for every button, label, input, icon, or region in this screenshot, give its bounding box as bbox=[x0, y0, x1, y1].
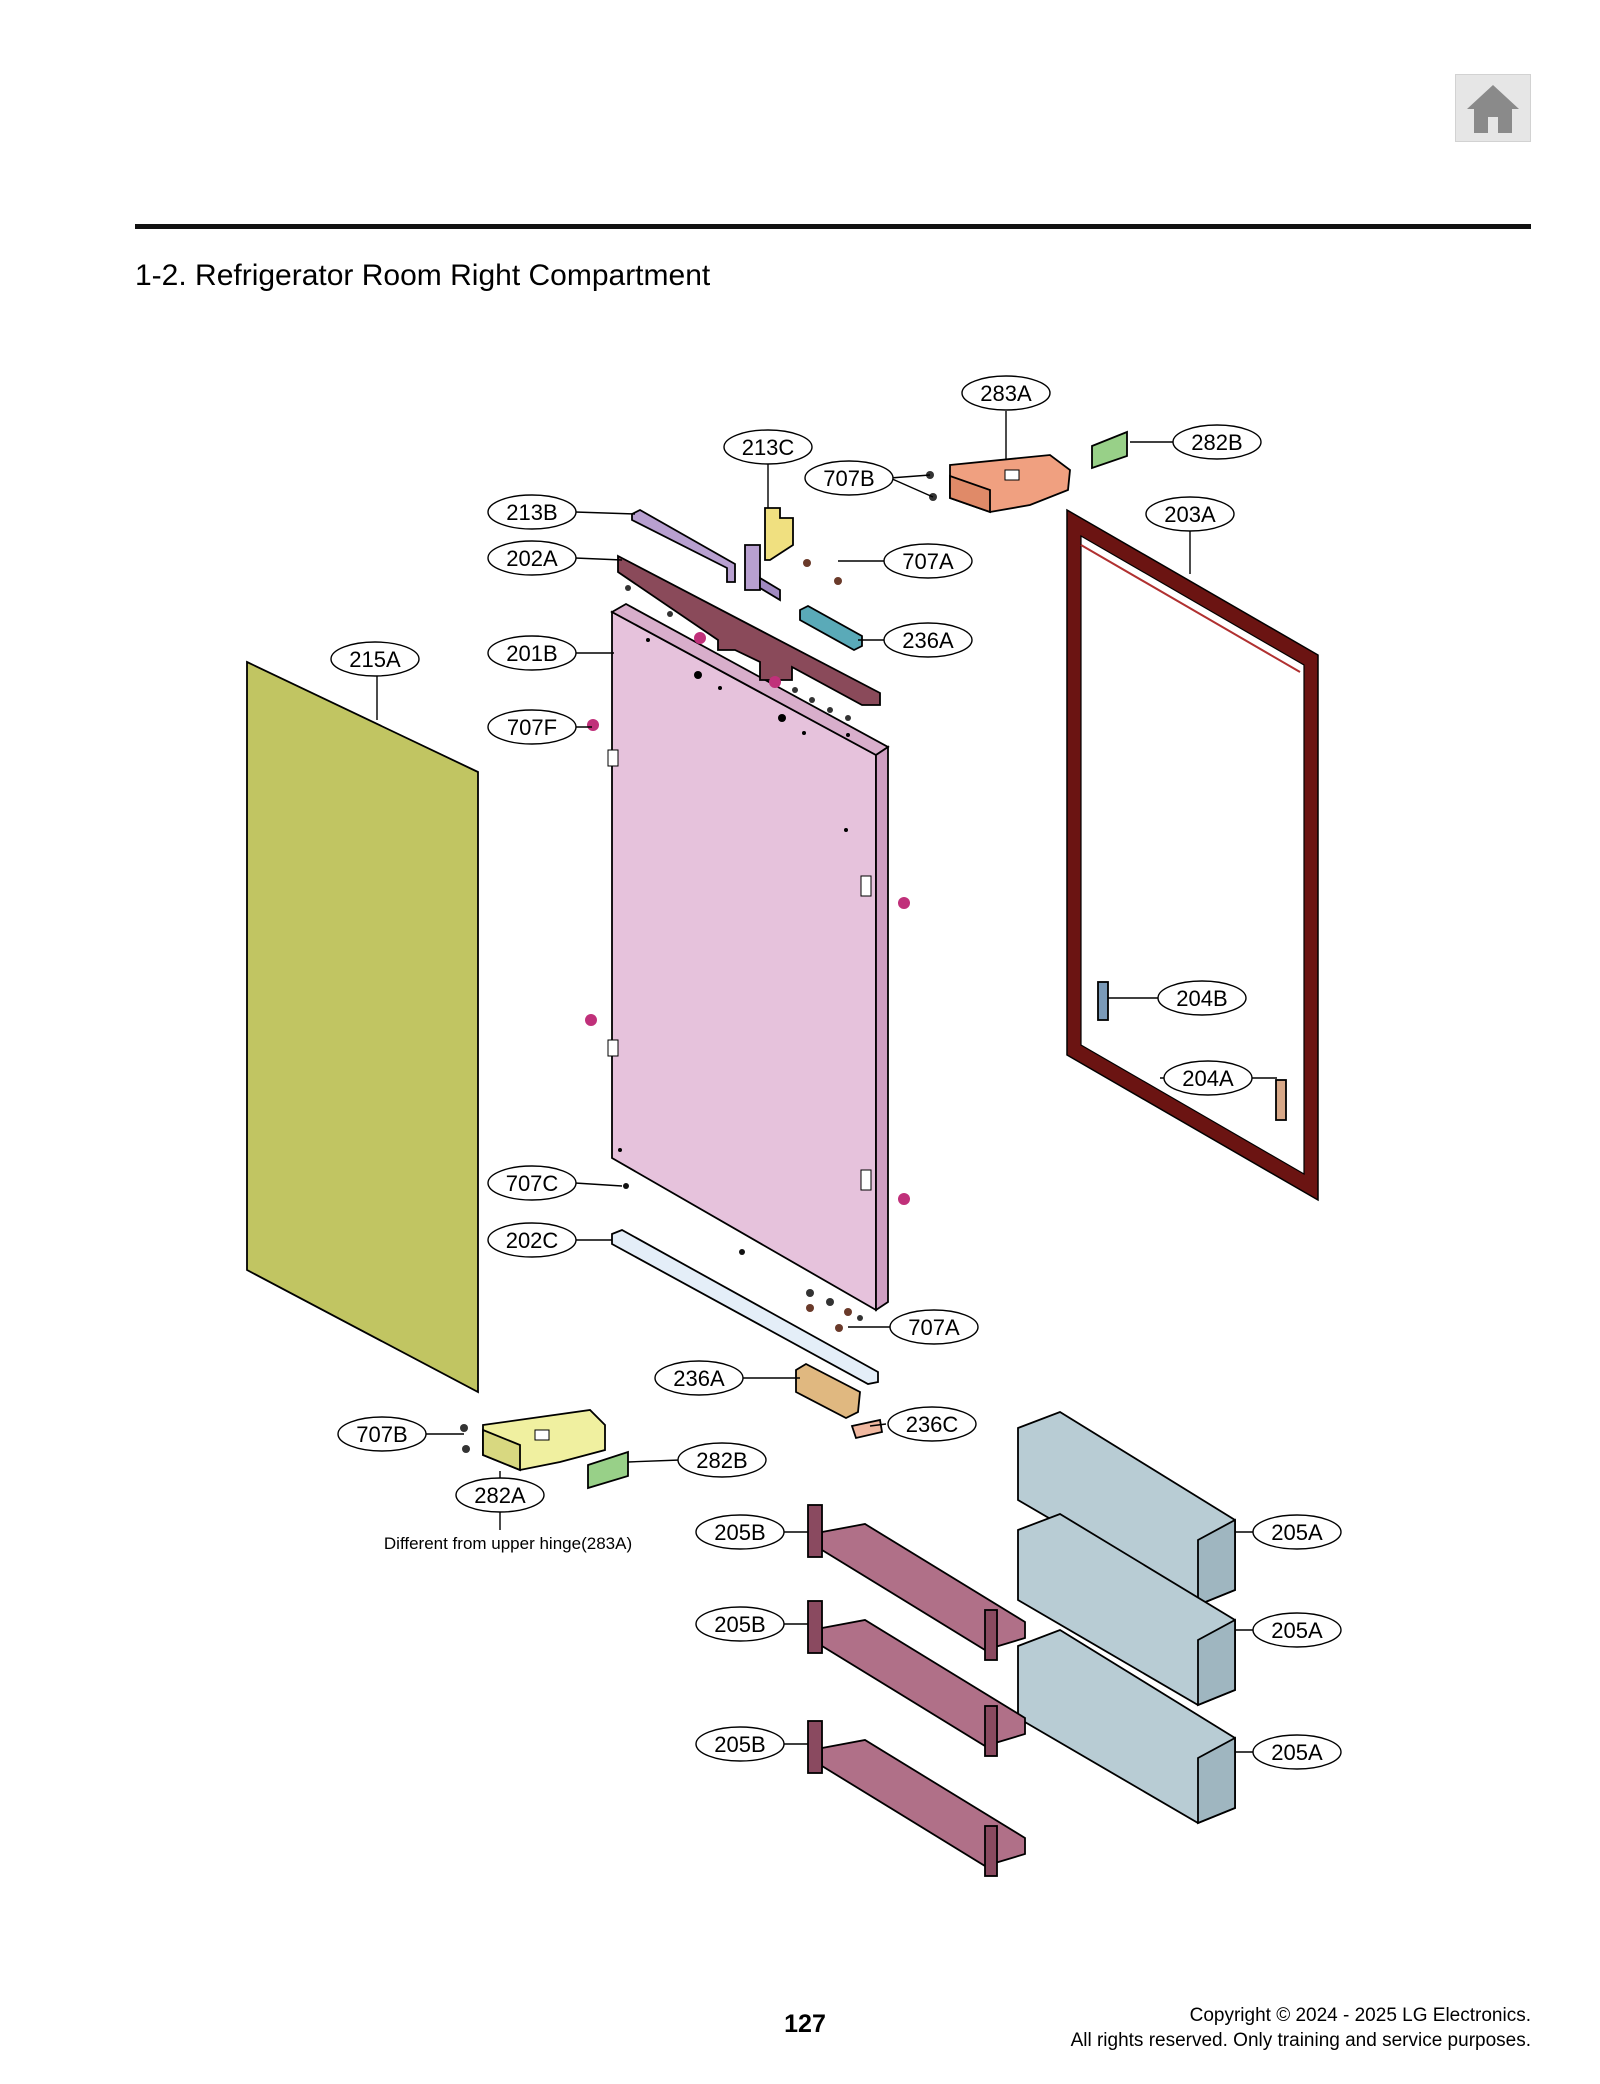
svg-text:205A: 205A bbox=[1271, 1520, 1323, 1545]
svg-text:204B: 204B bbox=[1176, 986, 1227, 1011]
svg-text:282B: 282B bbox=[1191, 430, 1242, 455]
svg-text:205A: 205A bbox=[1271, 1740, 1323, 1765]
svg-text:236C: 236C bbox=[906, 1412, 959, 1437]
callout-203A: 203A bbox=[1145, 496, 1235, 532]
callout-205A-1: 205A bbox=[1252, 1514, 1342, 1550]
svg-text:205B: 205B bbox=[714, 1732, 765, 1757]
callout-707F: 707F bbox=[487, 709, 577, 745]
callout-707B-top: 707B bbox=[804, 460, 894, 496]
svg-text:283A: 283A bbox=[980, 381, 1032, 406]
svg-text:215A: 215A bbox=[349, 647, 401, 672]
svg-text:204A: 204A bbox=[1182, 1066, 1234, 1091]
home-button[interactable] bbox=[1455, 74, 1531, 142]
page-number: 127 bbox=[784, 2010, 826, 2038]
callout-707A-top: 707A bbox=[883, 543, 973, 579]
bracket-213C bbox=[764, 507, 794, 561]
svg-text:707B: 707B bbox=[823, 466, 874, 491]
callout-204B: 204B bbox=[1157, 980, 1247, 1016]
callout-236A-top: 236A bbox=[883, 622, 973, 658]
svg-text:213B: 213B bbox=[506, 500, 557, 525]
callout-707C: 707C bbox=[487, 1165, 577, 1201]
svg-text:707B: 707B bbox=[356, 1422, 407, 1447]
door-shelf-205B-2 bbox=[807, 1600, 1026, 1757]
svg-text:707A: 707A bbox=[902, 549, 954, 574]
callout-205A-3: 205A bbox=[1252, 1734, 1342, 1770]
callout-236C: 236C bbox=[887, 1406, 977, 1442]
hinge-cover-282B-top bbox=[1091, 430, 1128, 470]
svg-text:236A: 236A bbox=[673, 1366, 725, 1391]
door-shelf-205B-3 bbox=[807, 1720, 1026, 1877]
bracket-213B bbox=[631, 508, 781, 602]
svg-text:202C: 202C bbox=[506, 1228, 559, 1253]
svg-text:201B: 201B bbox=[506, 641, 557, 666]
part-236C bbox=[850, 1418, 884, 1440]
copyright: Copyright © 2024 - 2025 LG Electronics. … bbox=[1071, 2003, 1531, 2053]
callout-707B-bottom: 707B bbox=[337, 1416, 427, 1452]
copyright-line-2: All rights reserved. Only training and s… bbox=[1070, 2030, 1531, 2051]
callout-282A: 282A bbox=[455, 1477, 545, 1513]
section-title: 1-2. Refrigerator Room Right Compartment bbox=[135, 259, 711, 292]
callout-204A: 204A bbox=[1163, 1060, 1253, 1096]
top-cap-202A bbox=[617, 554, 881, 706]
svg-text:707F: 707F bbox=[507, 715, 557, 740]
callout-205B-3: 205B bbox=[695, 1726, 785, 1762]
lower-hinge-282A bbox=[482, 1409, 606, 1472]
svg-text:282A: 282A bbox=[474, 1483, 526, 1508]
svg-text:282B: 282B bbox=[696, 1448, 747, 1473]
callout-205B-2: 205B bbox=[695, 1606, 785, 1642]
stopper-236A-bottom bbox=[795, 1362, 861, 1420]
callout-213C: 213C bbox=[723, 429, 813, 465]
callout-202A: 202A bbox=[487, 540, 577, 576]
stopper-236A-top bbox=[799, 604, 863, 652]
door-panel-215A bbox=[246, 660, 479, 1394]
bottom-cap-202C bbox=[611, 1229, 879, 1385]
callout-283A: 283A bbox=[961, 375, 1051, 411]
callout-201B: 201B bbox=[487, 635, 577, 671]
svg-text:707A: 707A bbox=[908, 1315, 960, 1340]
callout-205A-2: 205A bbox=[1252, 1612, 1342, 1648]
gasket-203A bbox=[1066, 508, 1319, 1202]
svg-text:Different from upper hinge(283: Different from upper hinge(283A) bbox=[384, 1534, 632, 1553]
svg-text:205B: 205B bbox=[714, 1520, 765, 1545]
door-bin-205A-3 bbox=[1017, 1629, 1236, 1825]
hinge-note: Different from upper hinge(283A) bbox=[384, 1534, 632, 1553]
svg-text:203A: 203A bbox=[1164, 502, 1216, 527]
callout-236A-bottom: 236A bbox=[654, 1360, 744, 1396]
handle-bracket-204A bbox=[1275, 1079, 1287, 1121]
svg-text:213C: 213C bbox=[742, 435, 795, 460]
callout-213B: 213B bbox=[487, 494, 577, 530]
door-shelf-205B-1 bbox=[807, 1504, 1026, 1661]
door-bin-205A-2 bbox=[1017, 1513, 1236, 1707]
callout-205B-1: 205B bbox=[695, 1514, 785, 1550]
home-icon bbox=[1467, 85, 1519, 133]
callout-215A: 215A bbox=[330, 641, 420, 677]
svg-text:202A: 202A bbox=[506, 546, 558, 571]
callout-707A-bottom: 707A bbox=[889, 1309, 979, 1345]
svg-text:205B: 205B bbox=[714, 1612, 765, 1637]
callout-202C: 202C bbox=[487, 1222, 577, 1258]
door-liner-201B bbox=[607, 602, 890, 1312]
handle-bracket-204B bbox=[1097, 981, 1109, 1021]
upper-hinge-283A bbox=[949, 454, 1071, 514]
header-rule bbox=[135, 224, 1531, 229]
callout-282B-top: 282B bbox=[1172, 424, 1262, 460]
svg-text:236A: 236A bbox=[902, 628, 954, 653]
svg-text:707C: 707C bbox=[506, 1171, 559, 1196]
svg-text:205A: 205A bbox=[1271, 1618, 1323, 1643]
callout-282B-bottom: 282B bbox=[677, 1442, 767, 1478]
copyright-line-1: Copyright © 2024 - 2025 LG Electronics. bbox=[1189, 2005, 1531, 2026]
hinge-cover-282B-bottom bbox=[587, 1450, 629, 1490]
door-bin-205A-1 bbox=[1017, 1411, 1236, 1607]
